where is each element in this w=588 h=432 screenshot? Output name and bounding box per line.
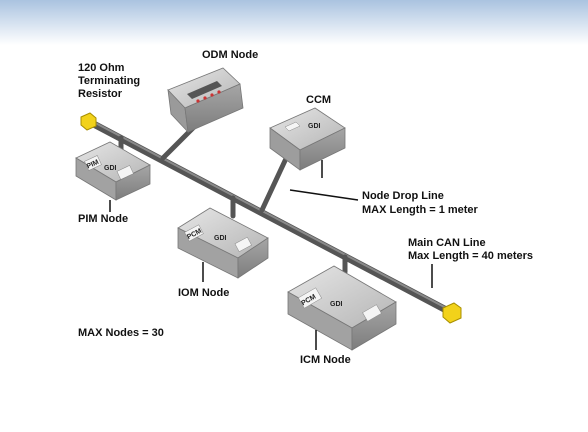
iom-brand: GDI: [214, 235, 227, 242]
odm-node-device: [167, 67, 244, 134]
max-nodes-label: MAX Nodes = 30: [78, 327, 164, 339]
pim-node-label: PIM Node: [78, 213, 128, 225]
main-can-line-highlight: [85, 117, 451, 311]
pim-brand: GDI: [104, 165, 117, 172]
leader-drop-line: [289, 189, 359, 201]
pim-logo: PIM: [86, 159, 100, 171]
odm-node-label: ODM Node: [202, 49, 258, 61]
main-can-line: [82, 116, 454, 316]
resistor-label: 120 Ohm Terminating Resistor: [78, 62, 143, 100]
ccm-brand: GDI: [308, 123, 321, 130]
ccm-device: GDI: [269, 107, 346, 171]
main-can-line-label: Main CAN Line Max Length = 40 meters: [408, 237, 533, 262]
terminator-left: [80, 112, 97, 131]
drop-line-ccm: [259, 147, 293, 213]
terminator-right: [442, 302, 462, 324]
leader-lines: [109, 160, 433, 350]
header-gradient: [0, 0, 588, 45]
icm-node-label: ICM Node: [300, 354, 351, 366]
iom-node-device: PCM GDI: [177, 207, 269, 279]
ccm-label: CCM: [306, 94, 331, 106]
pim-node-device: PIM GDI: [75, 141, 151, 201]
iom-node-label: IOM Node: [178, 287, 229, 299]
icm-brand: GDI: [330, 301, 343, 308]
icm-node-device: PCM GDI: [287, 265, 397, 351]
node-drop-line-label: Node Drop Line MAX Length = 1 meter: [362, 190, 479, 216]
